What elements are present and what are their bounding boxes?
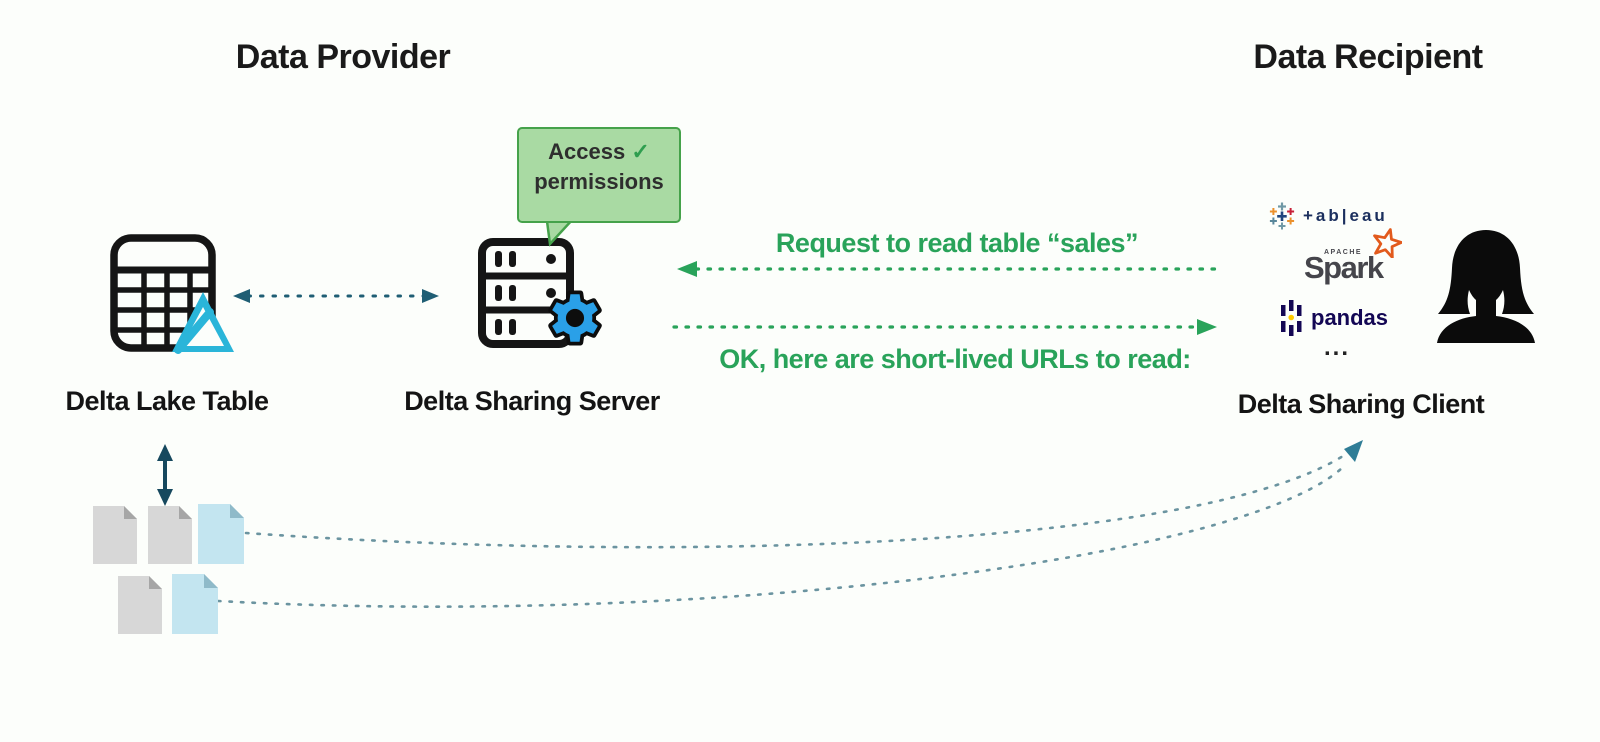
pandas-logo-icon: pandas	[1281, 300, 1388, 336]
request-label: Request to read table “sales”	[775, 228, 1139, 258]
delta-lake-table-icon	[110, 234, 216, 352]
more-clients-ellipsis: ...	[1323, 334, 1351, 361]
pandas-mark-icon	[1281, 300, 1302, 336]
curve-arrowhead-icon	[1344, 440, 1363, 462]
access-permissions-bubble: Access ✓ permissions	[517, 127, 681, 223]
request-arrow	[677, 261, 1220, 277]
bubble-line1: Access ✓	[548, 139, 650, 164]
client-label: Delta Sharing Client	[1237, 389, 1485, 419]
tableau-mark-icon	[1269, 202, 1295, 230]
response-label: OK, here are short-lived URLs to read:	[719, 344, 1191, 374]
file-icon	[118, 576, 162, 634]
recipient-title: Data Recipient	[1253, 38, 1483, 76]
file-url-curve-2	[216, 466, 1344, 608]
delta-lake-logo-icon	[172, 292, 234, 354]
check-icon: ✓	[631, 139, 650, 164]
file-url-curve-1	[244, 448, 1354, 549]
table-server-connector-arrow	[233, 289, 439, 303]
person-silhouette-icon	[1437, 230, 1535, 343]
gear-icon	[548, 290, 602, 346]
provider-title: Data Provider	[235, 38, 451, 76]
table-label: Delta Lake Table	[65, 386, 269, 416]
spark-star-icon	[1373, 228, 1402, 258]
spark-wordmark: Spark	[1304, 250, 1384, 285]
tableau-logo-icon: +ab|eau	[1267, 201, 1388, 231]
server-label: Delta Sharing Server	[404, 386, 660, 416]
file-icon-shared	[172, 574, 218, 634]
spark-apache-label: APACHE	[1324, 249, 1363, 256]
spark-logo-icon: APACHE Spark	[1302, 228, 1412, 296]
table-files-sync-arrow	[157, 444, 173, 506]
response-arrow	[672, 319, 1217, 335]
file-icon	[148, 506, 192, 564]
pandas-wordmark: pandas	[1311, 305, 1389, 330]
tableau-wordmark: +ab|eau	[1303, 206, 1388, 225]
file-icon	[93, 506, 137, 564]
bubble-line2: permissions	[534, 168, 664, 194]
file-icon-shared	[198, 504, 244, 564]
